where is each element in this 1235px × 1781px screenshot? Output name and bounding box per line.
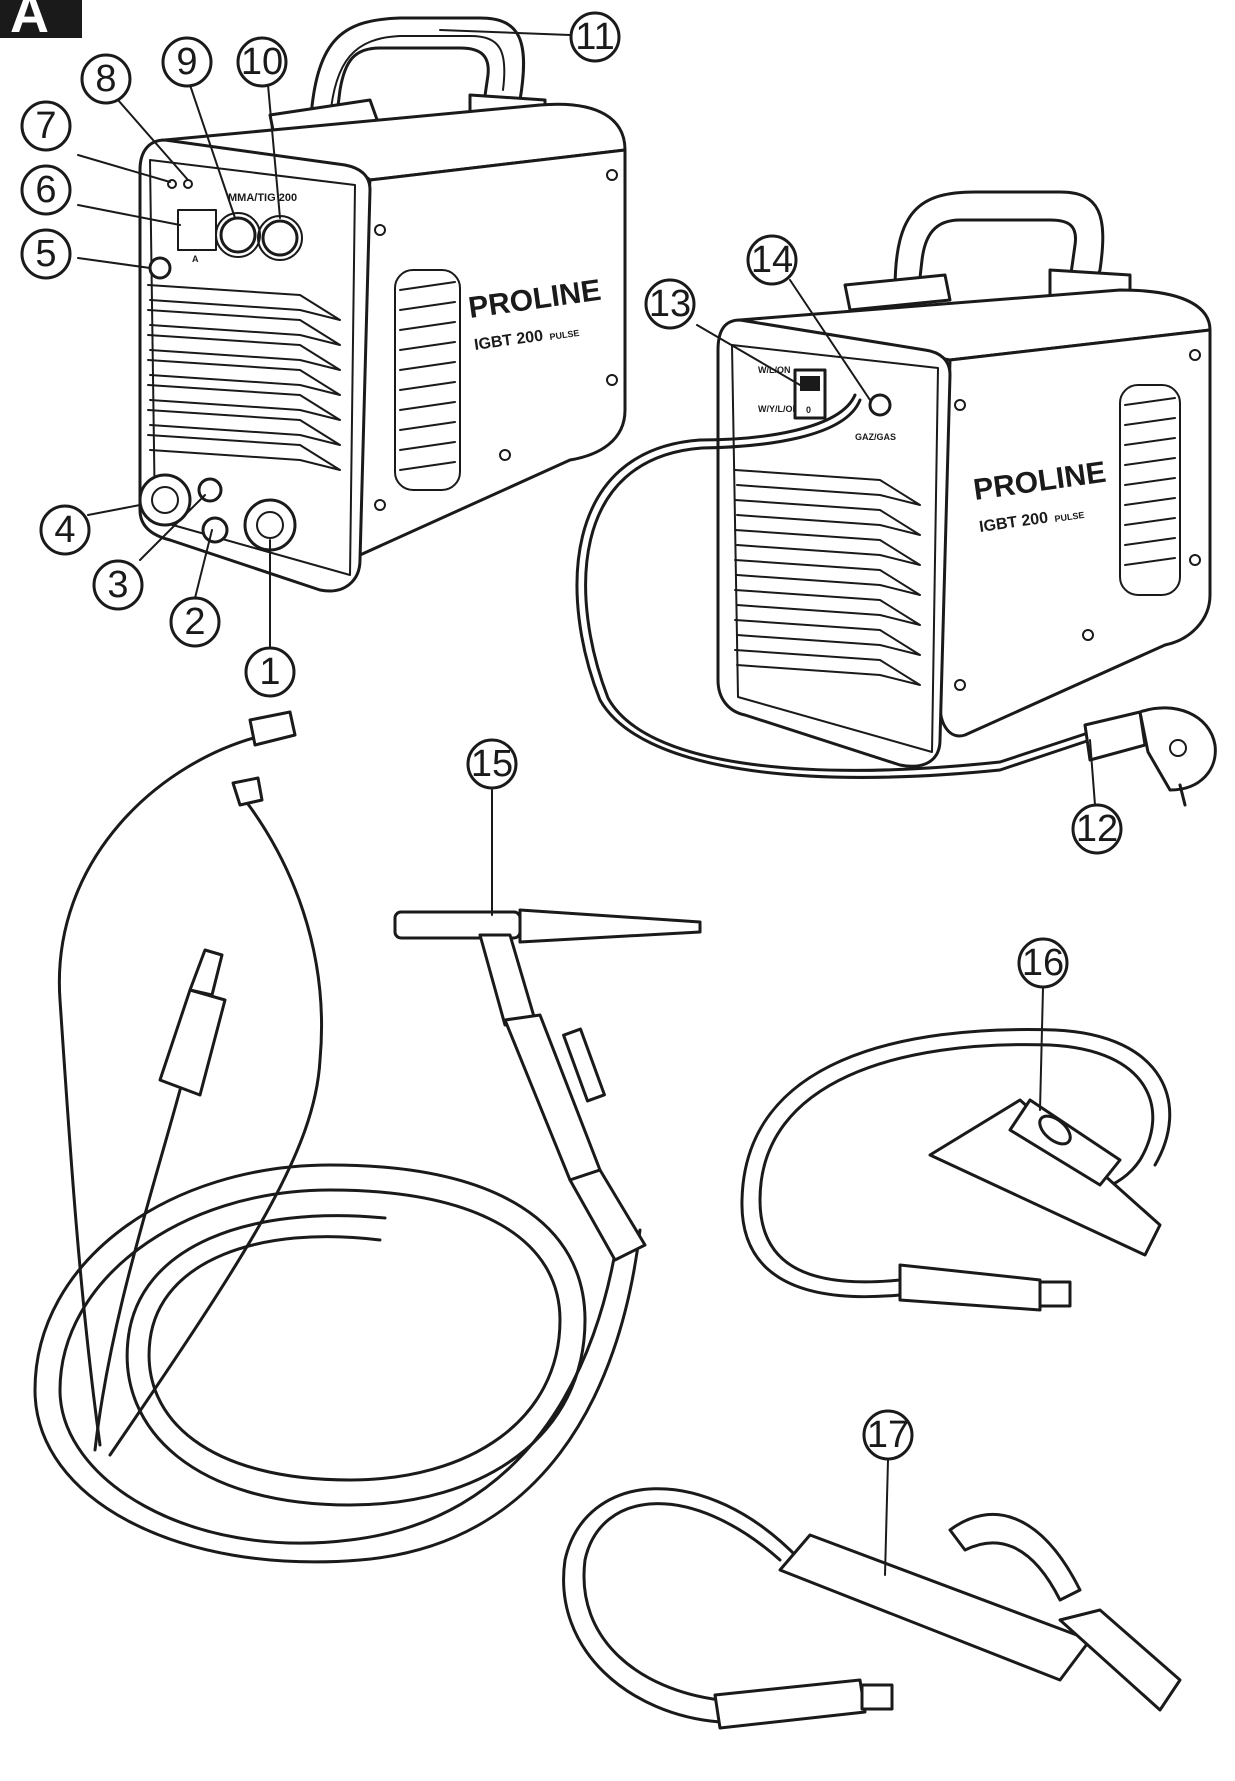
callout-15: 15 — [466, 738, 518, 790]
callout-7-label: 7 — [35, 105, 56, 147]
panel-title: MMA/TIG 200 — [228, 192, 297, 204]
gas-connector — [248, 710, 297, 747]
callout-16-label: 16 — [1022, 942, 1064, 984]
rear-model-suffix: PULSE — [1054, 510, 1085, 524]
torch-power-connector — [93, 948, 227, 1452]
front-face — [138, 138, 372, 593]
callout-13: 13 — [644, 278, 696, 330]
callout-1-label: 1 — [259, 651, 280, 693]
callout-17-label: 17 — [867, 1414, 909, 1456]
current-knob[interactable] — [219, 216, 257, 254]
callout-14: 14 — [746, 234, 798, 286]
callout-14-label: 14 — [751, 239, 793, 281]
callout-6: 6 — [20, 164, 72, 216]
callouts: 1 2 3 4 5 6 7 8 9 10 11 12 13 14 15 16 1… — [20, 11, 1123, 1461]
gas-inlet[interactable] — [868, 393, 892, 417]
negative-socket[interactable] — [138, 473, 192, 527]
power-led — [167, 179, 177, 189]
front-sockets — [138, 473, 297, 552]
callout-17: 17 — [862, 1409, 914, 1461]
callout-16: 16 — [1017, 937, 1069, 989]
panel-unit: A — [192, 254, 199, 264]
figure-label-text: A — [10, 0, 49, 44]
callout-9: 9 — [161, 36, 213, 88]
callout-2-label: 2 — [184, 601, 205, 643]
callout-10: 10 — [236, 36, 288, 88]
front-model-suffix: PULSE — [549, 328, 580, 342]
rear-side-vents — [1119, 384, 1181, 596]
callout-11-label: 11 — [575, 16, 614, 58]
switch-off-label: W/Y/L/OFF — [758, 404, 804, 414]
power-plug — [1083, 706, 1217, 807]
torch-hose-coil — [58, 1188, 622, 1545]
callout-8-label: 8 — [95, 58, 116, 100]
control-socket[interactable] — [201, 516, 229, 544]
figure-label: A — [0, 0, 82, 44]
front-welder-unit: PROLINE IGBT 200 PULSE MMA/TIG 200 A — [138, 16, 627, 593]
callout-4: 4 — [39, 504, 91, 556]
switch-mark: 0 — [806, 405, 811, 415]
callout-2: 2 — [169, 596, 221, 648]
callout-7: 7 — [20, 100, 72, 152]
callout-12-label: 12 — [1076, 808, 1118, 850]
rear-vents — [734, 469, 921, 686]
rear-face — [716, 318, 952, 768]
rear-side-casing — [938, 328, 1212, 738]
tig-torch-assembly — [33, 710, 702, 1564]
electrode-holder — [778, 1513, 1182, 1712]
earth-cable — [758, 1043, 1155, 1284]
front-control-panel: MMA/TIG 200 A — [148, 179, 303, 280]
arc-force-knob[interactable] — [261, 219, 299, 257]
callout-1: 1 — [244, 646, 296, 698]
callout-4-label: 4 — [54, 509, 75, 551]
earth-clamp-assembly — [740, 1028, 1172, 1312]
callout-12: 12 — [1071, 803, 1123, 855]
mode-switch[interactable] — [148, 256, 172, 280]
torch-trigger[interactable] — [562, 1027, 606, 1103]
callout-leaders — [77, 29, 1096, 1576]
callout-15-label: 15 — [471, 743, 513, 785]
callout-8: 8 — [80, 53, 132, 105]
power-cord — [575, 393, 1092, 779]
rear-welder-unit: PROLINE IGBT 200 PULSE W/L/ON W/Y/L/OFF … — [575, 190, 1217, 807]
callout-5-label: 5 — [35, 233, 56, 275]
front-side-vents — [394, 269, 461, 491]
gas-hose-line — [57, 733, 267, 1447]
earth-cable-connector — [898, 1263, 1072, 1312]
callout-13-label: 13 — [649, 283, 691, 325]
callout-3-label: 3 — [107, 564, 128, 606]
front-side-casing — [343, 148, 627, 558]
control-cable-line — [108, 798, 324, 1457]
callout-9-label: 9 — [176, 41, 197, 83]
tig-torch-head — [393, 908, 702, 1262]
electrode-holder-assembly — [562, 1487, 1182, 1730]
electrode-cable-connector — [713, 1678, 894, 1730]
callout-5: 5 — [20, 228, 72, 280]
earth-clamp — [928, 1098, 1162, 1257]
callout-11: 11 — [569, 11, 621, 63]
callout-10-label: 10 — [241, 41, 283, 83]
front-vents — [147, 284, 341, 471]
electrode-cable — [582, 1502, 782, 1702]
gas-label: GAZ/GAS — [855, 432, 896, 442]
callout-6-label: 6 — [35, 169, 56, 211]
rear-handle — [893, 190, 1105, 297]
callout-3: 3 — [92, 559, 144, 611]
